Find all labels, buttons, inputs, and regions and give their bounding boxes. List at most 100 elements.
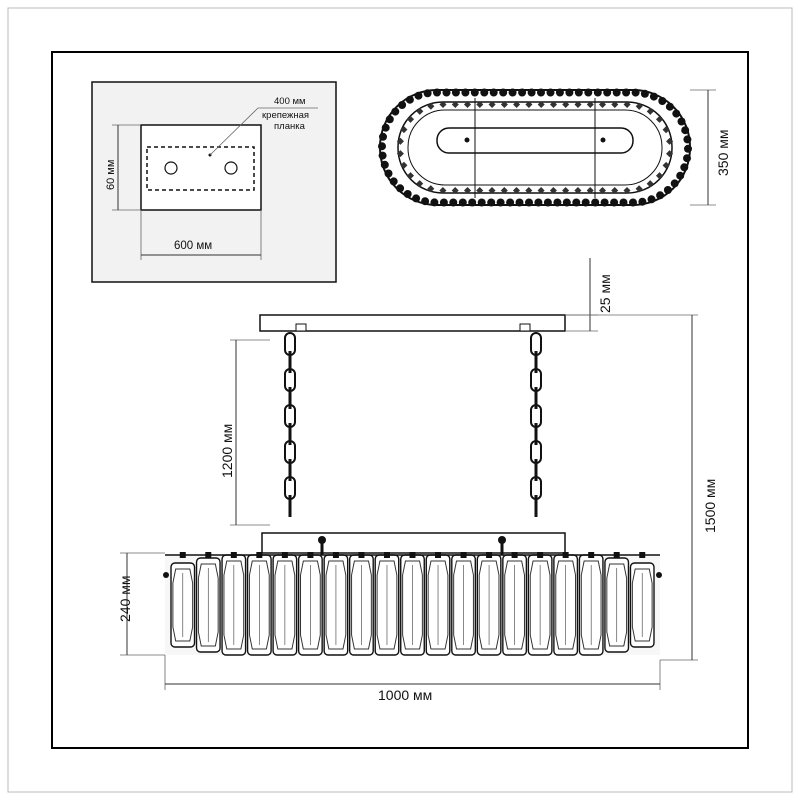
top-view-crystal: [555, 88, 564, 97]
canopy-plate-outline: [140, 124, 262, 211]
top-view-inner-bead: [488, 100, 496, 109]
body-width-label: 1000 мм: [378, 687, 432, 703]
top-view-inner-bead: [666, 137, 674, 145]
top-view-crystal: [684, 144, 692, 153]
top-view-inner-bead: [427, 185, 435, 193]
chain-right: [530, 332, 542, 517]
top-view-inner-bead: [586, 186, 594, 195]
top-view-inner-bead: [646, 180, 654, 188]
crystal-facet: [478, 560, 500, 650]
top-view-crystal: [518, 88, 527, 97]
top-view-crystal: [423, 89, 432, 98]
top-view: 350 мм: [378, 88, 731, 207]
canopy-height-label: 60 мм: [105, 160, 117, 190]
top-view-depth-label: 350 мм: [715, 130, 731, 177]
top-view-crystal: [451, 88, 460, 97]
top-view-inner-bead: [512, 186, 521, 195]
crystal-facet: [172, 568, 194, 642]
crystal-facet: [453, 560, 474, 650]
crystal-facet: [580, 560, 602, 650]
top-view-crystal: [412, 194, 421, 203]
crystal-facet: [555, 560, 577, 650]
top-view-crystal: [534, 198, 543, 207]
top-view-crystal: [553, 198, 562, 207]
crystal-facet: [274, 560, 296, 650]
top-view-crystal: [430, 198, 439, 207]
mounting-plate-inset: 400 мм крепежная планка 60 мм 600 мм: [91, 81, 337, 283]
top-view-crystal: [649, 92, 658, 101]
top-view-inner-bead: [396, 150, 404, 158]
top-view-inner-bead: [646, 107, 654, 115]
plate-label-line1: крепежная: [262, 110, 309, 121]
top-view-inner-bead: [635, 185, 643, 193]
top-view-inner-bead: [463, 100, 472, 109]
top-view-crystal: [537, 88, 545, 97]
top-view-inner-bead: [655, 172, 664, 180]
top-view-crystal: [670, 179, 679, 188]
top-view-crystal: [584, 88, 593, 97]
top-view-crystal: [677, 117, 686, 126]
crystal-facet: [248, 560, 270, 650]
top-view-crystal: [572, 198, 581, 207]
top-view-crystal: [477, 198, 486, 207]
top-view-crystal: [543, 198, 552, 207]
mounting-hole-left: [164, 161, 178, 175]
top-view-crystal: [403, 190, 412, 198]
top-view-inner-bead: [562, 186, 570, 195]
chain-length-label: 1200 мм: [219, 424, 235, 478]
top-view-crystal: [591, 198, 600, 207]
top-view-crystal: [384, 169, 393, 178]
top-view-inner-bead: [635, 102, 643, 110]
plate-width-sub-label: 400 мм: [274, 96, 306, 107]
top-view-crystal: [683, 154, 691, 163]
plate-leader-line: [209, 107, 259, 156]
front-canopy-cap-right: [519, 323, 531, 332]
top-view-ceiling-bar: [436, 127, 634, 154]
top-view-crystal: [676, 171, 685, 180]
top-view-inner-bead: [537, 100, 545, 109]
top-view-inner-bead: [666, 150, 674, 158]
top-view-crystal: [680, 163, 689, 172]
top-view-crystal: [593, 88, 602, 97]
front-view: 25 мм 1200 мм 1500 мм 240 мм 1000 мм: [117, 258, 718, 703]
top-view-inner-bead: [623, 100, 631, 109]
crystal-facet: [300, 560, 321, 650]
top-view-crystal: [562, 198, 571, 207]
top-view-crystal: [499, 88, 508, 97]
top-view-crystal: [380, 160, 389, 169]
top-view-crystal: [515, 198, 524, 207]
mounting-bar-outline: [146, 146, 255, 191]
top-view-inner-bead: [451, 186, 459, 195]
body-height-label: 240 мм: [117, 576, 133, 623]
top-view-crystal: [619, 198, 628, 207]
top-view-crystal: [600, 198, 609, 207]
top-view-third-ring: [407, 109, 663, 186]
top-view-inner-bead: [598, 100, 607, 109]
crystal-facet: [351, 560, 372, 650]
top-view-crystal: [672, 109, 681, 118]
outer-frame: [7, 7, 793, 793]
top-view-inner-bead: [611, 100, 619, 109]
top-view-crystal: [405, 95, 414, 104]
top-view-crystal: [638, 197, 647, 206]
top-view-inner-bead: [513, 100, 521, 109]
top-view-inner-bead: [406, 115, 415, 123]
top-view-inner-bead: [416, 180, 424, 188]
top-view-crystal: [470, 88, 479, 97]
top-view-inner-bead: [586, 100, 594, 109]
crystal-facet: [197, 563, 219, 647]
top-view-crystal: [398, 101, 407, 109]
front-hook-left-cap: [318, 536, 326, 544]
drawing-border: [51, 51, 749, 749]
top-view-crystal: [480, 88, 489, 97]
top-view-crystal: [658, 97, 667, 105]
top-view-inner-bead: [525, 186, 533, 195]
top-view-screw-left: [464, 137, 470, 143]
top-view-inner-bead: [439, 186, 447, 195]
top-view-crystal: [489, 88, 498, 97]
top-view-inner-bead: [574, 100, 582, 109]
crystal-end-left: [163, 572, 169, 578]
top-view-crystal: [663, 186, 672, 194]
top-view-crystal: [665, 102, 674, 111]
top-view-inner-bead: [500, 100, 508, 109]
